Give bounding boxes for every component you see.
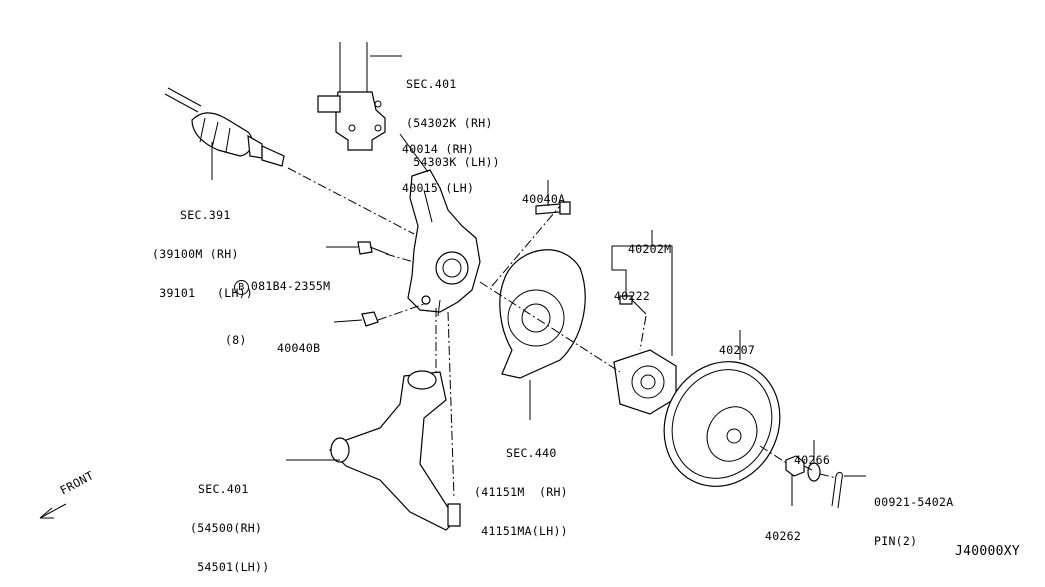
- circled-b-marker: B: [233, 280, 249, 295]
- nut-40040b: [361, 311, 379, 327]
- diagram-code: J40000XY: [955, 544, 1021, 559]
- washer-40266: [807, 462, 821, 482]
- callout-sec401-strut: SEC.401 (54302K (RH) 54303K (LH)): [406, 77, 500, 169]
- leader-lines: [211, 55, 866, 506]
- front-arrow-icon: [39, 503, 67, 519]
- callout-sec401-arm: SEC.401 (54500(RH) 54501(LH)): [190, 482, 270, 574]
- nut-40262: [785, 455, 805, 477]
- disc-rotor: [663, 361, 781, 487]
- lower-control-arm: [329, 370, 461, 531]
- callout-40040b: 40040B: [277, 341, 321, 355]
- cotter-pin: [831, 471, 843, 509]
- steering-knuckle: [407, 169, 481, 317]
- bolt-40040a: [535, 201, 571, 215]
- strut-assembly: [317, 42, 386, 151]
- splash-shield: [499, 249, 586, 379]
- callout-40202m: 40202M: [628, 242, 672, 256]
- bolt-081b4: [357, 241, 389, 255]
- callout-40222: 40222: [614, 289, 651, 303]
- callout-sec440: SEC.440 (41151M (RH) 41151MA(LH)): [474, 446, 568, 538]
- callout-40040a: 40040A: [522, 192, 566, 206]
- callout-pin: 00921-5402A PIN(2): [874, 495, 954, 548]
- callout-40262: 40262: [765, 529, 802, 543]
- front-axle-exploded-diagram: [39, 42, 866, 531]
- drive-shaft: [164, 87, 285, 167]
- callout-40207: 40207: [719, 343, 756, 357]
- alignment-lines: [287, 167, 837, 499]
- callout-knuckle: 40014 (RH) 40015 (LH): [402, 142, 475, 195]
- callout-40266: 40266: [794, 453, 831, 467]
